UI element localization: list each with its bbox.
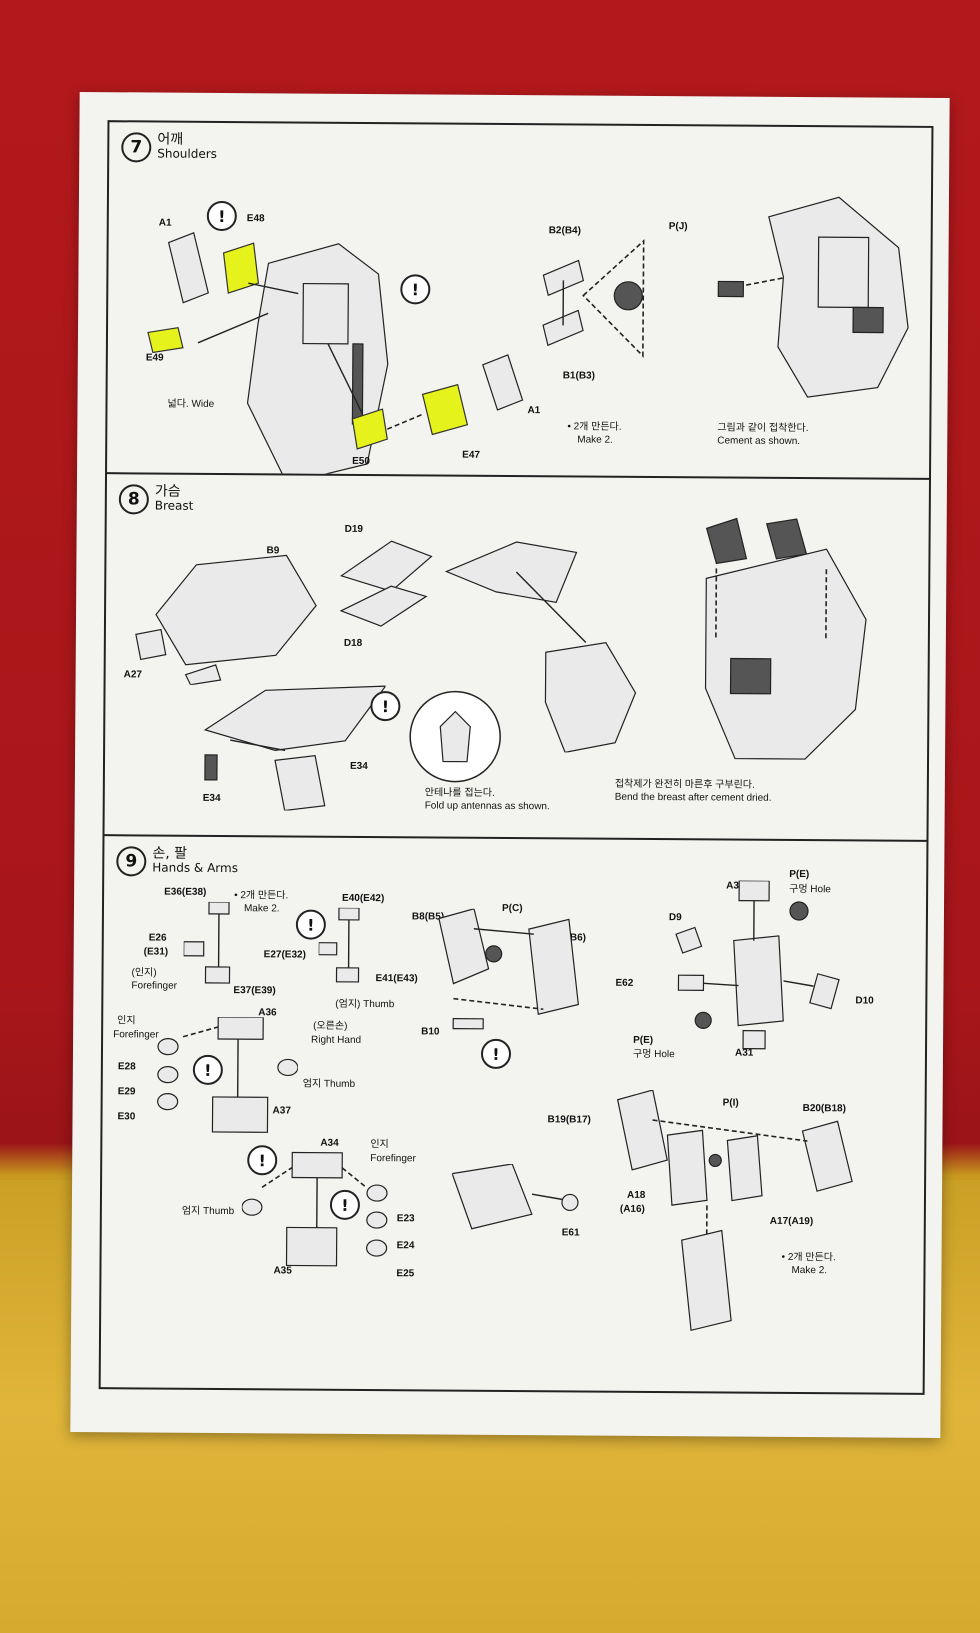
label-forefinger-ko: (인지) [131,967,157,979]
label-b1b3: B1(B3) [562,370,595,382]
step-9-panel: 9 손, 팔 Hands & Arms E36(E38) • 2개 만든다. M… [101,836,927,1392]
warning-icon: ! [192,1054,223,1086]
warning-icon: ! [206,200,237,232]
label-b19b17: B19(B17) [547,1114,591,1126]
label-e26: E26 [148,932,167,944]
label-e28: E28 [117,1061,136,1073]
label-e29: E29 [117,1086,136,1098]
shoulder-cemented-drawing [717,196,909,398]
breast-attach-drawing [203,685,386,812]
open-hand-drawing [157,1016,299,1133]
label-thumb: 엄지 Thumb [302,1078,356,1090]
step-8-header: 8 가슴 Breast [118,483,194,515]
step-9-number: 9 [116,846,147,877]
note-fold-antennas: 안테나를 접는다. Fold up antennas as shown. [425,786,550,813]
warning-icon: ! [480,1038,512,1070]
label-e47: E47 [462,449,480,461]
step-9-title-ko: 손, 팔 [152,845,188,862]
step-8-number: 8 [118,484,149,515]
shoulder-assembly-drawing [147,231,524,476]
label-e49: E49 [145,352,164,364]
label-e40e42: E40(E42) [342,892,385,905]
torso-breast-bent-drawing [704,517,867,760]
step-7-panel: 7 어깨 Shoulders ! [107,122,932,480]
label-a1: A1 [527,405,541,417]
note-bend-breast-ko: 접착제가 완전히 마른후 구부린다. [614,778,755,791]
label-pj: P(J) [668,221,688,233]
label-d19: D19 [344,523,364,535]
label-e34: E34 [349,760,368,773]
note-fold-antennas-en: Fold up antennas as shown. [424,800,550,813]
label-e62: E62 [615,977,634,989]
label-e61: E61 [561,1227,580,1239]
note-make-2-ko: • 2개 만든다. [567,421,622,433]
breast-plate-drawing [135,554,317,686]
forearm-armor-drawing [616,1089,853,1332]
note-make-2-ko: • 2개 만든다. [234,890,289,902]
warning-icon: ! [370,691,401,722]
note-cement: 그림과 같이 접착한다. Cement as shown. [717,421,808,448]
step-7-header: 7 어깨 Shoulders [121,132,217,163]
label-e27e32: E27(E32) [263,949,306,961]
note-bend-breast: 접착제가 완전히 마른후 구부린다. Bend the breast after… [615,778,772,805]
note-make-2-en: Make 2. [577,434,613,446]
step-8-panel: 8 가슴 Breast B9 A27 D19 D18 [104,474,930,842]
label-right-hand-en: Right Hand [311,1034,362,1046]
note-make-2-ko: • 2개 만든다. [781,1251,836,1264]
instruction-frame: 7 어깨 Shoulders ! [98,120,934,1395]
label-d18: D18 [343,637,363,649]
label-a27: A27 [123,669,143,681]
step-7-title-en: Shoulders [157,146,218,161]
label-pe: P(E) [633,1034,654,1047]
instruction-sheet: 7 어깨 Shoulders ! [70,91,950,1439]
torso-breast-drawing [444,541,637,754]
forearm-part-drawing [451,1163,579,1230]
note-make-2-en: Make 2. [791,1264,828,1277]
warning-icon: ! [400,274,431,305]
antenna-detail-drawing [409,690,501,783]
label-forefinger-en: Forefinger [131,980,178,992]
note-cement-en: Cement as shown. [717,435,801,448]
label-right-hand-ko: (오른손) [313,1020,348,1032]
step-7-number: 7 [121,132,152,163]
right-hand-base-drawing [318,907,360,983]
chest-vent-drawing [339,540,433,627]
note-fold-antennas-ko: 안테나를 접는다. [424,787,495,799]
joint-subassembly-drawing [542,239,645,358]
label-a1: A1 [158,217,172,229]
label-pe: P(E) [789,868,810,881]
label-thumb: 엄지 Thumb [181,1205,235,1218]
step-8-title-ko: 가슴 [154,483,181,500]
upper-arm-drawing [438,908,579,1030]
warning-icon: ! [329,1189,361,1220]
label-forefinger-ko: 인지 [117,1015,136,1027]
label-e50: E50 [352,455,370,468]
note-make-2: • 2개 만든다. Make 2. [781,1251,836,1277]
step-9-title-en: Hands & Arms [152,860,239,875]
note-cement-ko: 그림과 같이 접착한다. [717,422,809,435]
note-make-2: • 2개 만든다. Make 2. [567,420,621,446]
closed-hand-drawing [241,1151,388,1267]
label-b9: B9 [266,545,280,557]
label-e41e43: E41(E43) [375,973,418,985]
label-e48: E48 [246,213,265,225]
label-e31: (E31) [143,946,169,958]
step-8-title-en: Breast [154,498,194,513]
step-7-title-ko: 어깨 [157,131,184,148]
label-thumb: (엄지) Thumb [335,998,395,1011]
elbow-assembly-drawing [675,880,840,1050]
left-hand-base-drawing [183,901,231,984]
label-e34: E34 [202,792,221,804]
label-e36e38: E36(E38) [164,886,207,898]
label-wide: 넓다. Wide [167,398,215,410]
step-9-header: 9 손, 팔 Hands & Arms [116,846,238,877]
label-e30: E30 [117,1111,136,1123]
note-bend-breast-en: Bend the breast after cement dried. [614,791,772,804]
label-b2b4: B2(B4) [548,225,582,237]
